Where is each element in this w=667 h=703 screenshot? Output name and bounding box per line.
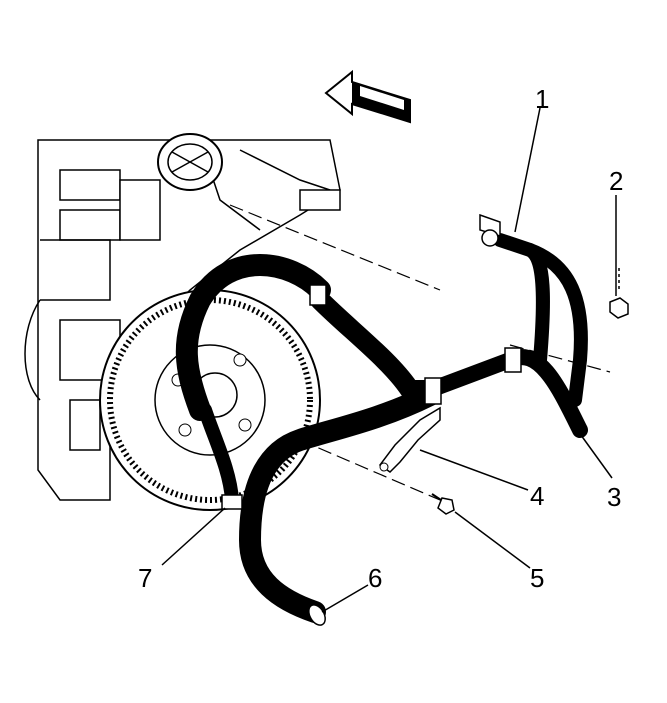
direction-arrow [324,69,411,124]
throttle-body [157,133,223,191]
hose-bracket [378,406,441,473]
callout-3: 3 [607,482,621,512]
callout-2: 2 [609,166,623,196]
bolt [431,493,455,515]
callout-6: 6 [368,563,382,593]
callout-5: 5 [530,563,544,593]
callout-7: 7 [138,563,152,593]
callout-1: 1 [535,84,549,114]
leader-lines [161,107,617,613]
alignment-lines [229,204,611,501]
callout-4: 4 [530,481,544,511]
flywheel [99,289,321,511]
engine-block [24,139,341,501]
heater-hose-assembly [175,213,588,623]
nut [609,268,629,319]
